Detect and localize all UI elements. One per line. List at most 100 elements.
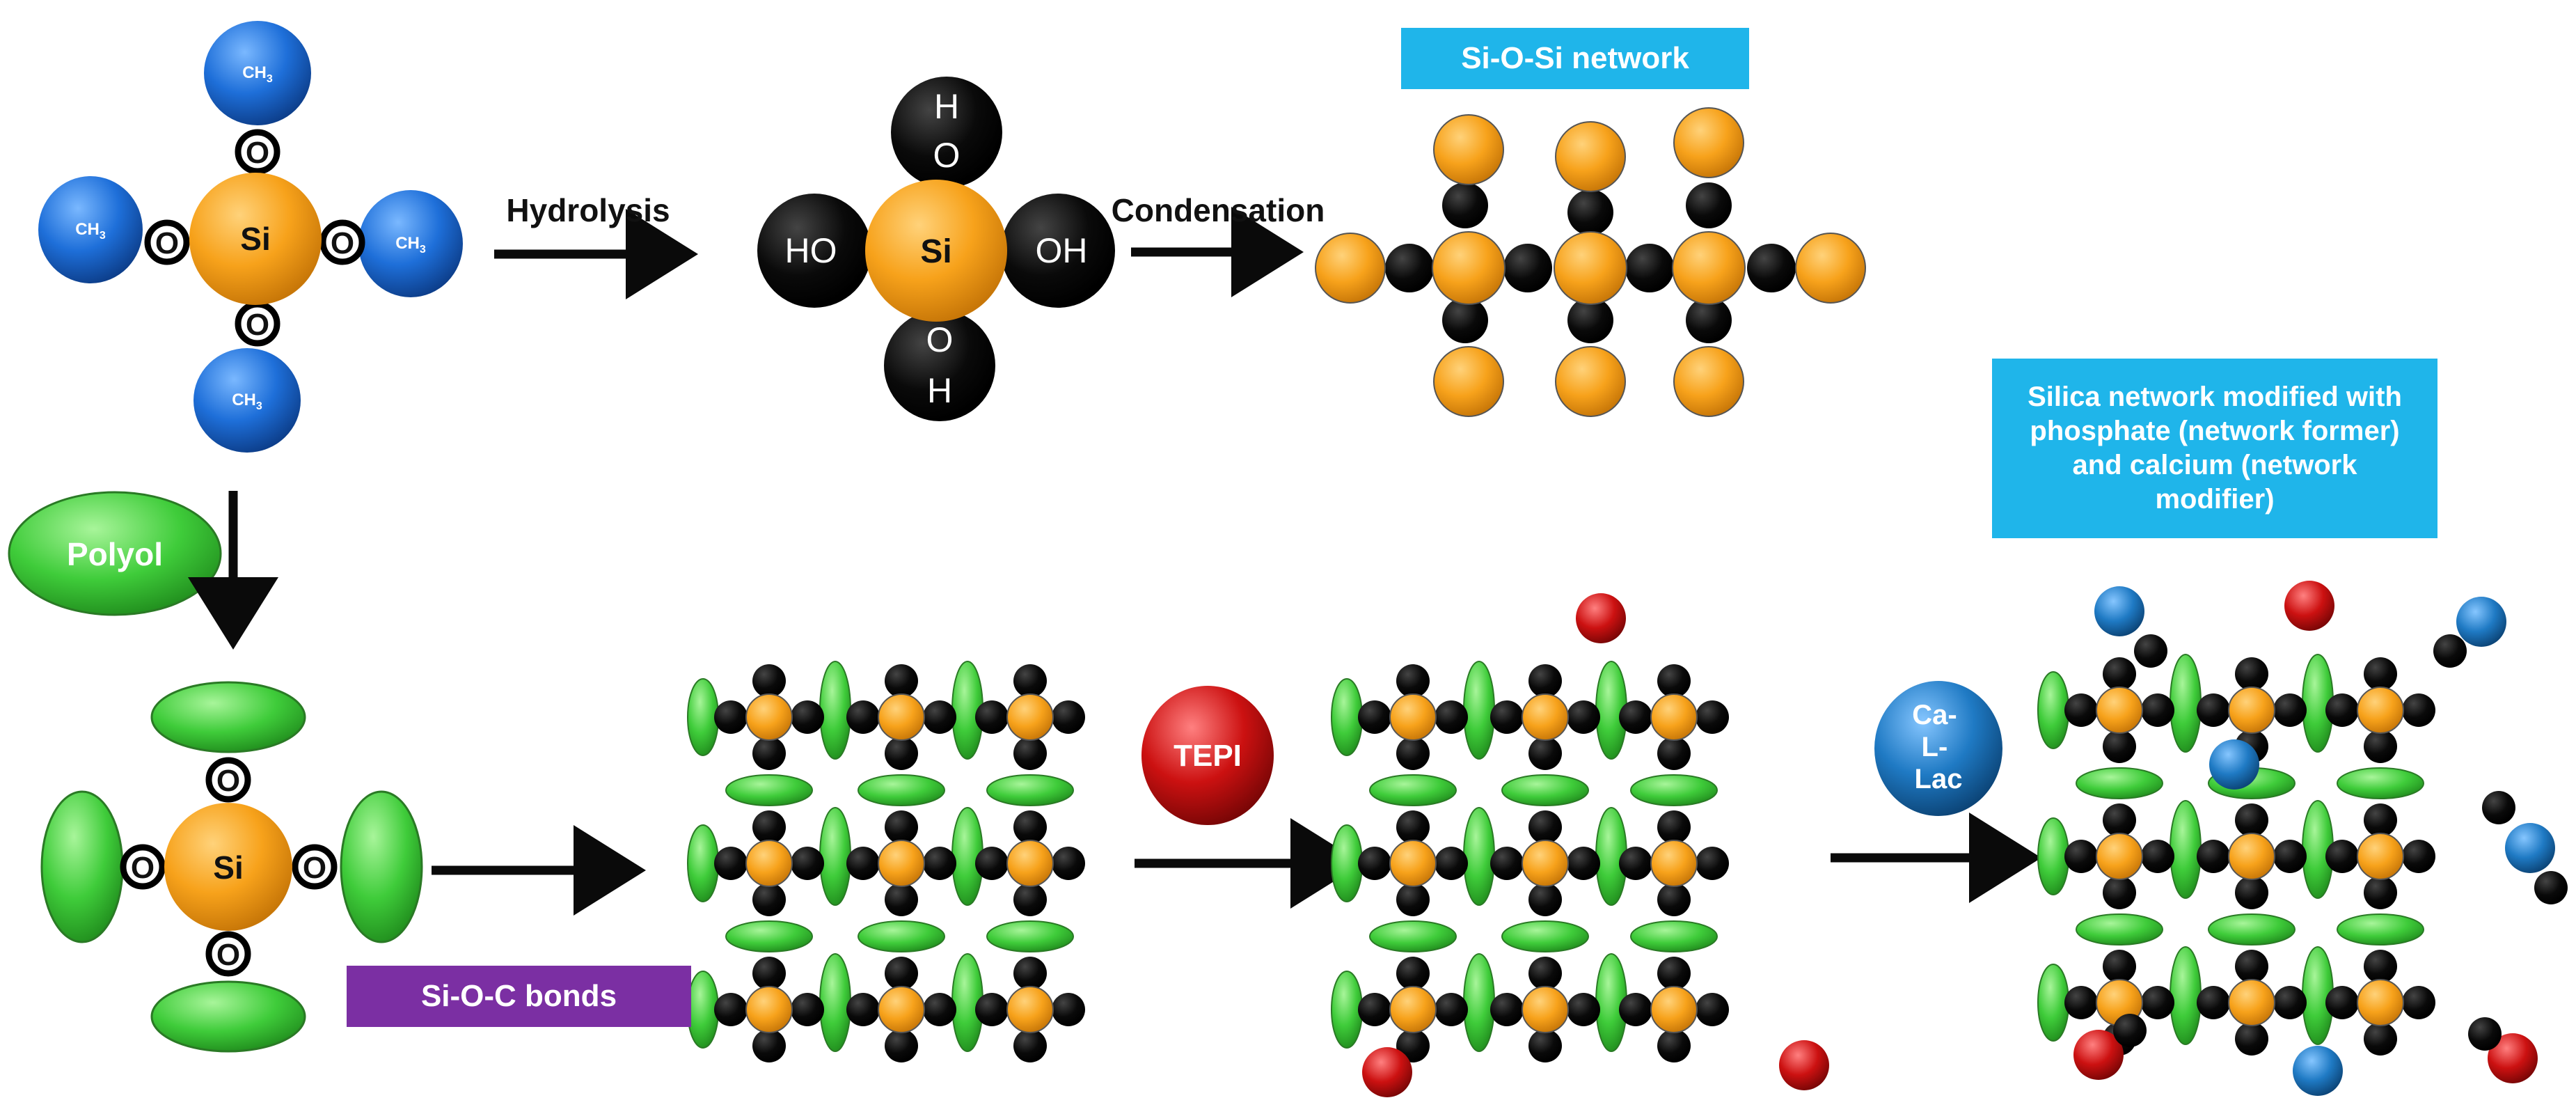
oxygen-bridge — [2141, 986, 2174, 1019]
oxygen-label: O — [926, 320, 954, 359]
polyol-segment — [2037, 964, 2069, 1042]
silicon-atom — [1522, 986, 1569, 1033]
oxygen-atom — [235, 129, 280, 175]
oxygen-bridge — [2273, 693, 2307, 727]
tmos-molecule — [38, 21, 463, 453]
oxygen-bridge — [1567, 189, 1613, 235]
oxygen-bridge — [2534, 871, 2568, 904]
oxygen-bridge — [2141, 693, 2174, 727]
oxygen-bridge — [885, 664, 918, 698]
polyol-segment — [1463, 807, 1495, 906]
oxygen-bridge — [1442, 182, 1488, 228]
oxygen-bridge — [714, 847, 748, 880]
polyol-segment — [2170, 946, 2202, 1045]
oxygen-bridge — [2103, 657, 2136, 691]
oxygen-bridge — [2103, 876, 2136, 909]
oxygen-bridge — [1625, 244, 1674, 292]
calcium-ion — [2293, 1046, 2343, 1096]
silicon-atom — [2228, 833, 2275, 880]
oxygen-bridge — [752, 737, 786, 770]
oxygen-bridge — [1619, 993, 1652, 1026]
oxygen-bridge — [2197, 986, 2230, 1019]
silicon-label: Si — [240, 221, 270, 257]
polyol-segment — [2170, 800, 2202, 899]
hydroxyl-label: HO — [785, 231, 837, 270]
calcium-ion — [2209, 739, 2259, 790]
methyl-label: CH3 — [75, 220, 106, 242]
hydrogen-label: H — [927, 371, 952, 410]
polyol-segment — [1369, 920, 1457, 952]
oxygen-label: O — [216, 938, 240, 972]
oxygen-bridge — [2064, 693, 2098, 727]
oxygen-bridge — [1696, 700, 1729, 734]
oxygen-bridge — [2197, 840, 2230, 873]
oxygen-bridge — [2364, 657, 2397, 691]
oxygen-atom — [144, 219, 190, 265]
polyol-segment — [986, 920, 1074, 952]
polyol-ligand — [40, 790, 124, 943]
silicon-atom — [1522, 840, 1569, 887]
oxygen-bridge — [1013, 1029, 1047, 1062]
si-o-si-network — [1315, 107, 1866, 417]
oxygen-bridge — [2325, 840, 2359, 873]
polyol-segment — [1501, 774, 1589, 806]
oxygen-bridge — [752, 810, 786, 844]
oxygen-bridge — [1052, 700, 1085, 734]
silicon-atom — [2228, 979, 2275, 1026]
methyl-label: CH3 — [242, 63, 273, 85]
polyol-segment — [687, 971, 719, 1049]
silicon-atom — [1650, 986, 1698, 1033]
tepi-label: TEPI — [1174, 739, 1242, 773]
silicon-atom — [1650, 693, 1698, 741]
oxygen-bridge — [1657, 664, 1691, 698]
oxygen-bridge — [1013, 810, 1047, 844]
silicon-atom — [1522, 693, 1569, 741]
polyol-molecule — [8, 491, 222, 616]
oxygen-bridge — [1013, 664, 1047, 698]
oxygen-bridge — [1435, 700, 1468, 734]
polyol-segment — [1463, 953, 1495, 1052]
oxygen-label: O — [246, 136, 269, 170]
methyl-group — [358, 190, 463, 297]
hydrolysis-label: Hydrolysis — [506, 192, 670, 228]
oxygen-bridge — [1396, 737, 1430, 770]
calcium-lactate-molecule — [1874, 681, 2002, 816]
oxygen-bridge — [1385, 244, 1434, 292]
oxygen-bridge — [1013, 737, 1047, 770]
oxygen-bridge — [2103, 950, 2136, 983]
silica-modified-line: phosphate (network former) — [2030, 416, 2400, 447]
oxygen-bridge — [923, 993, 956, 1026]
oxygen-bridge — [2235, 1022, 2268, 1056]
oxygen-atom — [120, 844, 166, 890]
polyol-segment — [1331, 824, 1363, 902]
oxygen-bridge — [2141, 840, 2174, 873]
si-o-c-bonds-label: Si-O-C bonds — [347, 966, 691, 1027]
oxygen-bridge — [1442, 297, 1488, 343]
oxygen-bridge — [885, 883, 918, 916]
oxygen-bridge — [791, 993, 824, 1026]
silicon-atom — [1673, 346, 1744, 417]
polyol-ligand — [150, 681, 306, 753]
oxygen-bridge — [1396, 1029, 1430, 1062]
silicon-atom — [1006, 840, 1054, 887]
oxygen-bridge — [1747, 244, 1796, 292]
oxygen-label: O — [933, 136, 961, 175]
oxygen-bridge — [1490, 993, 1524, 1026]
silicon-atom — [1555, 121, 1626, 192]
polyol-segment — [2037, 817, 2069, 895]
polyol-segment — [1331, 678, 1363, 756]
oxygen-bridge — [1358, 700, 1391, 734]
polyol-segment — [819, 661, 851, 760]
oxygen-bridge — [2113, 1014, 2147, 1047]
tepi-molecule — [1141, 686, 1274, 825]
hydroxyl-group — [891, 77, 1002, 188]
polyol-segment — [687, 824, 719, 902]
oxygen-atom — [205, 757, 251, 803]
polyol-segment — [1331, 971, 1363, 1049]
oxygen-bridge — [1528, 883, 1562, 916]
oxygen-bridge — [1396, 957, 1430, 990]
polyol-segment — [2037, 671, 2069, 749]
oxygen-bridge — [1657, 737, 1691, 770]
oxygen-bridge — [2364, 876, 2397, 909]
phosphate-group — [1362, 1047, 1412, 1097]
